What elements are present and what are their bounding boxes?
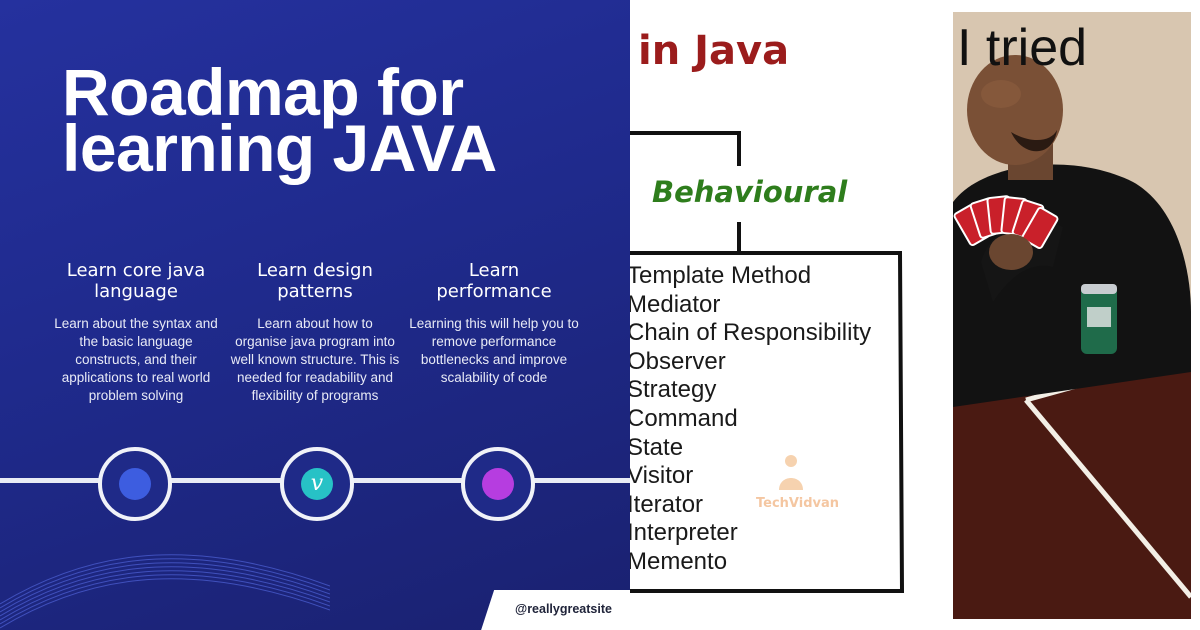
pattern-item: Template Method bbox=[630, 262, 812, 289]
patterns-connector-lines bbox=[630, 131, 905, 593]
watermark-logo: TechVidvan bbox=[756, 452, 840, 511]
meme-caption: I tried bbox=[957, 19, 1088, 77]
website-handle: @reallygreatsite bbox=[515, 602, 612, 616]
pattern-item: Iterator bbox=[630, 490, 704, 518]
roadmap-title-line-1: Roadmap for bbox=[62, 55, 464, 129]
pattern-item: Interpreter bbox=[630, 519, 738, 547]
meme-panel: I tried bbox=[953, 12, 1191, 619]
step-description: Learn about the syntax and the basic lan… bbox=[54, 316, 218, 403]
roadmap-title: Roadmap for learning JAVA bbox=[62, 55, 497, 185]
decorative-wave-lines bbox=[0, 554, 330, 629]
pattern-item: Strategy bbox=[630, 376, 717, 404]
roadmap-step-design-patterns: Learn design patterns Learn about how to… bbox=[230, 260, 400, 405]
step-description: Learning this will help you to remove pe… bbox=[409, 316, 579, 385]
node-dot-purple bbox=[482, 468, 514, 500]
timeline-node-3 bbox=[461, 447, 535, 521]
timeline-node-1 bbox=[98, 447, 172, 521]
category-label-behavioural: Behavioural bbox=[652, 175, 848, 209]
step-heading: Learn performance bbox=[436, 260, 552, 302]
step-heading: Learn core java language bbox=[66, 260, 206, 302]
pattern-item: Command bbox=[630, 404, 738, 432]
pattern-list: Template Method Mediator Chain of Respon… bbox=[630, 262, 871, 577]
pattern-item: Visitor bbox=[630, 462, 694, 490]
roadmap-title-line-2: learning JAVA bbox=[62, 111, 497, 185]
patterns-title: in Java bbox=[638, 28, 790, 74]
watermark-text: TechVidvan bbox=[756, 496, 840, 511]
pattern-item: Chain of Responsibility bbox=[630, 319, 872, 347]
roadmap-step-core-java: Learn core java language Learn about the… bbox=[51, 260, 221, 405]
step-heading: Learn design patterns bbox=[257, 260, 373, 302]
node-dot-blue bbox=[119, 468, 151, 500]
design-patterns-panel: in Java Behavioural TechVidvan Template … bbox=[630, 0, 953, 630]
roadmap-step-performance: Learn performance Learning this will hel… bbox=[409, 260, 579, 387]
timeline-node-2: v bbox=[280, 447, 354, 521]
pattern-item: State bbox=[630, 433, 684, 461]
v-logo-icon: v bbox=[310, 471, 324, 496]
pattern-item: Memento bbox=[630, 547, 728, 575]
meme-photo-illustration bbox=[953, 12, 1191, 619]
step-description: Learn about how to organise java program… bbox=[230, 316, 400, 403]
pattern-item: Observer bbox=[630, 347, 726, 375]
pattern-item: Mediator bbox=[630, 290, 721, 318]
node-dot-teal: v bbox=[301, 468, 333, 500]
roadmap-slide: Roadmap for learning JAVA Learn core jav… bbox=[0, 0, 630, 630]
watermark-figure-icon bbox=[779, 455, 803, 490]
